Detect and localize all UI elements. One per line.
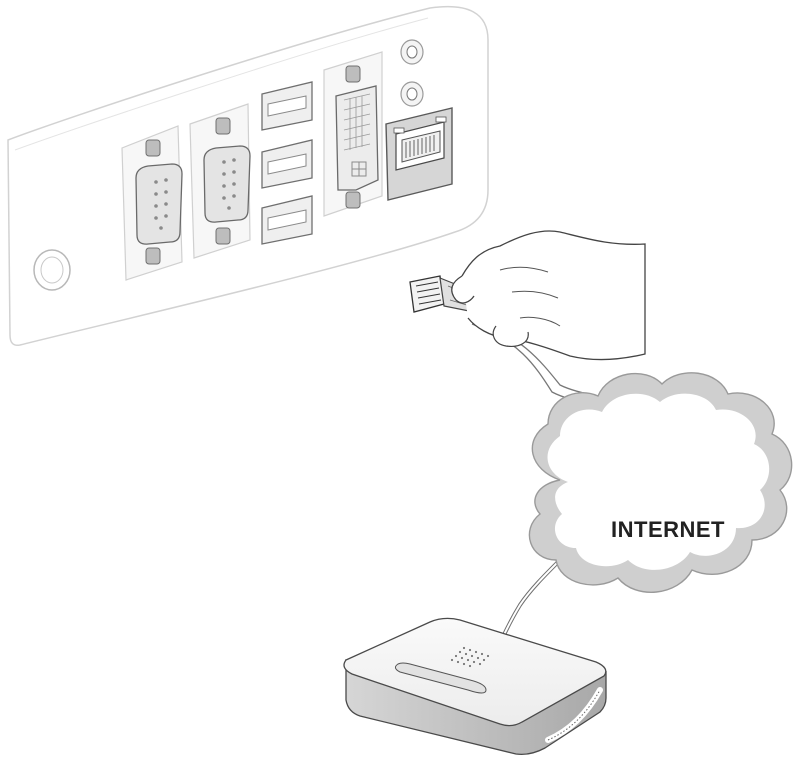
broadband-modem-icon: [343, 617, 607, 756]
hand-with-ethernet-cable-icon: [409, 230, 646, 411]
cloud-label: INTERNET: [611, 517, 725, 542]
audio-jack-icon: [400, 39, 424, 65]
db9-serial-port-icon: [121, 125, 183, 281]
rj45-lan-port-icon: [385, 107, 453, 201]
db9-serial-port-icon: [189, 103, 251, 259]
usb-port-icon: [261, 139, 313, 189]
audio-jack-icon: [400, 81, 424, 107]
vent-holes-icon: [450, 646, 490, 668]
computer-rear-panel-icon: [7, 5, 489, 347]
round-button-icon: [33, 249, 71, 291]
usb-port-icon: [261, 81, 313, 131]
dvi-port-icon: [323, 51, 383, 217]
usb-port-icon: [261, 195, 313, 245]
internet-cloud-icon: INTERNET: [528, 372, 793, 593]
